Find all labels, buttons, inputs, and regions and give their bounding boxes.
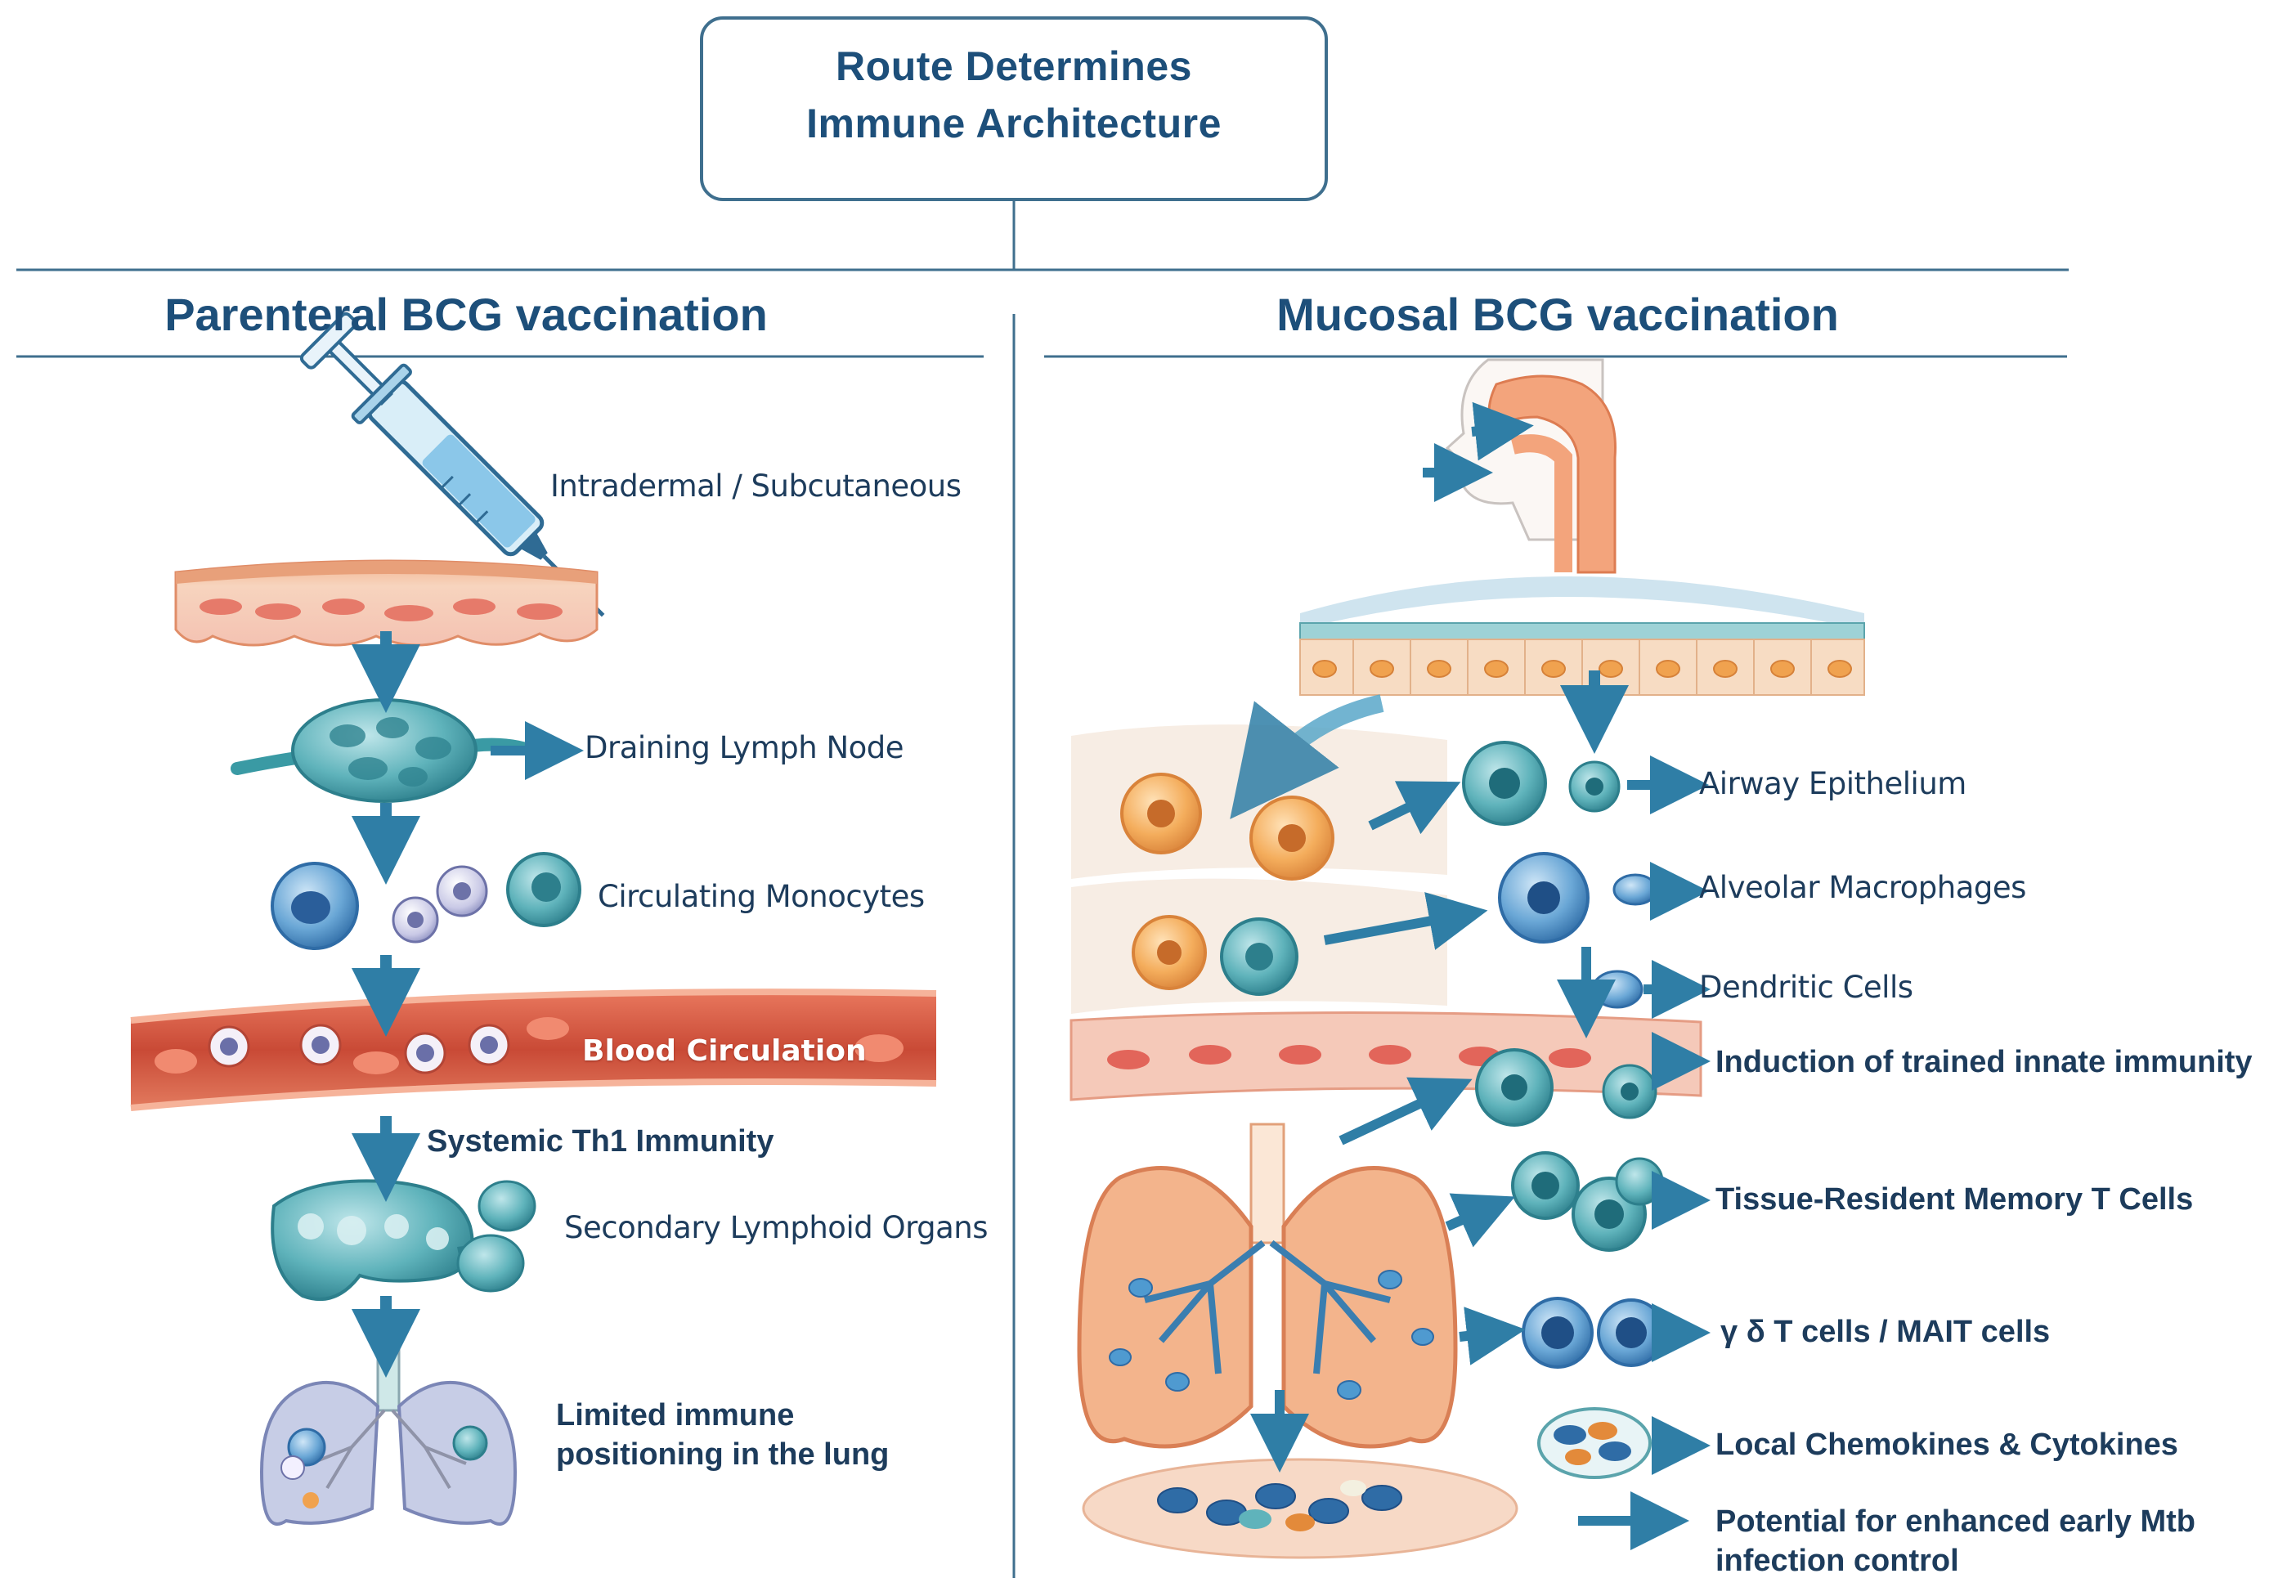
lymphoid-organ-icon [271, 1179, 536, 1302]
label-lymph-node: Draining Lymph Node [585, 730, 904, 765]
label-blood-circulation: Blood Circulation [582, 1034, 867, 1068]
lung-icon [259, 1339, 518, 1526]
label-trm-cells: Tissue-Resident Memory T Cells [1715, 1182, 2194, 1217]
right-heading: Mucosal BCG vaccination [1276, 289, 1839, 340]
label-trained-immunity: Induction of trained innate immunity [1715, 1045, 2253, 1079]
t-cell-icon [1511, 1151, 1666, 1479]
nasal-head-icon [1423, 358, 1617, 574]
lung-icon-right [1077, 1123, 1458, 1449]
skin-layer-icon [174, 559, 599, 647]
left-heading: Parenteral BCG vaccination [164, 289, 768, 340]
label-alveolar-macrophages: Alveolar Macrophages [1699, 870, 2026, 905]
title-line-2: Immune Architecture [806, 101, 1222, 146]
label-lymphoid-organs: Secondary Lymphoid Organs [564, 1210, 989, 1245]
airway-epithelium-icon [1299, 576, 1865, 696]
title-line-1: Route Determines [836, 43, 1192, 89]
label-intradermal: Intradermal / Subcutaneous [550, 468, 962, 504]
label-airway-epithelium: Airway Epithelium [1699, 766, 1966, 801]
right-flow-arrows [1250, 755, 1711, 1550]
label-dendritic-cells: Dendritic Cells [1699, 970, 1913, 1005]
label-mtb-line-1: Potential for enhanced early Mtb [1715, 1504, 2195, 1539]
label-monocytes: Circulating Monocytes [598, 879, 925, 914]
label-lung-line-1: Limited immune [556, 1398, 795, 1432]
title-box: Route Determines Immune Architecture [700, 16, 1328, 201]
blood-vessel-icon [130, 989, 937, 1111]
label-th1-immunity: Systemic Th1 Immunity [427, 1124, 774, 1159]
label-lung-line-2: positioning in the lung [556, 1437, 890, 1472]
lymph-node-icon [231, 698, 538, 803]
monocyte-cell-icon [271, 852, 581, 950]
macrophage-cell-icon [1120, 773, 1334, 996]
title-connector [16, 201, 2069, 271]
label-gd-mait-cells: γ δ T cells / MAIT cells [1720, 1315, 2051, 1349]
syringe-icon [299, 312, 605, 617]
label-mtb-line-2: infection control [1715, 1544, 1959, 1578]
granuloma-icon [1082, 1458, 1518, 1559]
epithelium-to-macrophage-arrow [1230, 694, 1384, 819]
label-chemokines: Local Chemokines & Cytokines [1715, 1428, 2178, 1462]
